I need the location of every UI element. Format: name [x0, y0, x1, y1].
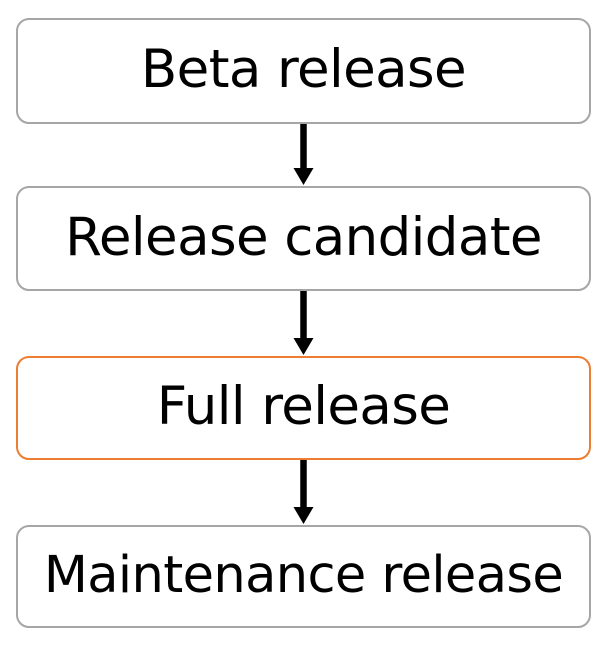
arrow-beta-to-release-candidate	[293, 124, 314, 185]
flow-node-label: Maintenance release	[43, 545, 564, 605]
arrow-release-candidate-to-full-release	[293, 291, 314, 355]
flow-node-label: Release candidate	[65, 206, 542, 268]
arrow-full-release-to-maintenance-release	[293, 460, 314, 524]
flow-node-release-candidate[interactable]: Release candidate	[16, 186, 591, 291]
flow-node-label: Beta release	[140, 39, 467, 100]
flow-node-label: Full release	[156, 376, 451, 437]
flow-node-full-release[interactable]: Full release	[16, 356, 591, 460]
flow-node-beta-release[interactable]: Beta release	[16, 18, 591, 124]
flow-node-maintenance-release[interactable]: Maintenance release	[16, 525, 591, 628]
